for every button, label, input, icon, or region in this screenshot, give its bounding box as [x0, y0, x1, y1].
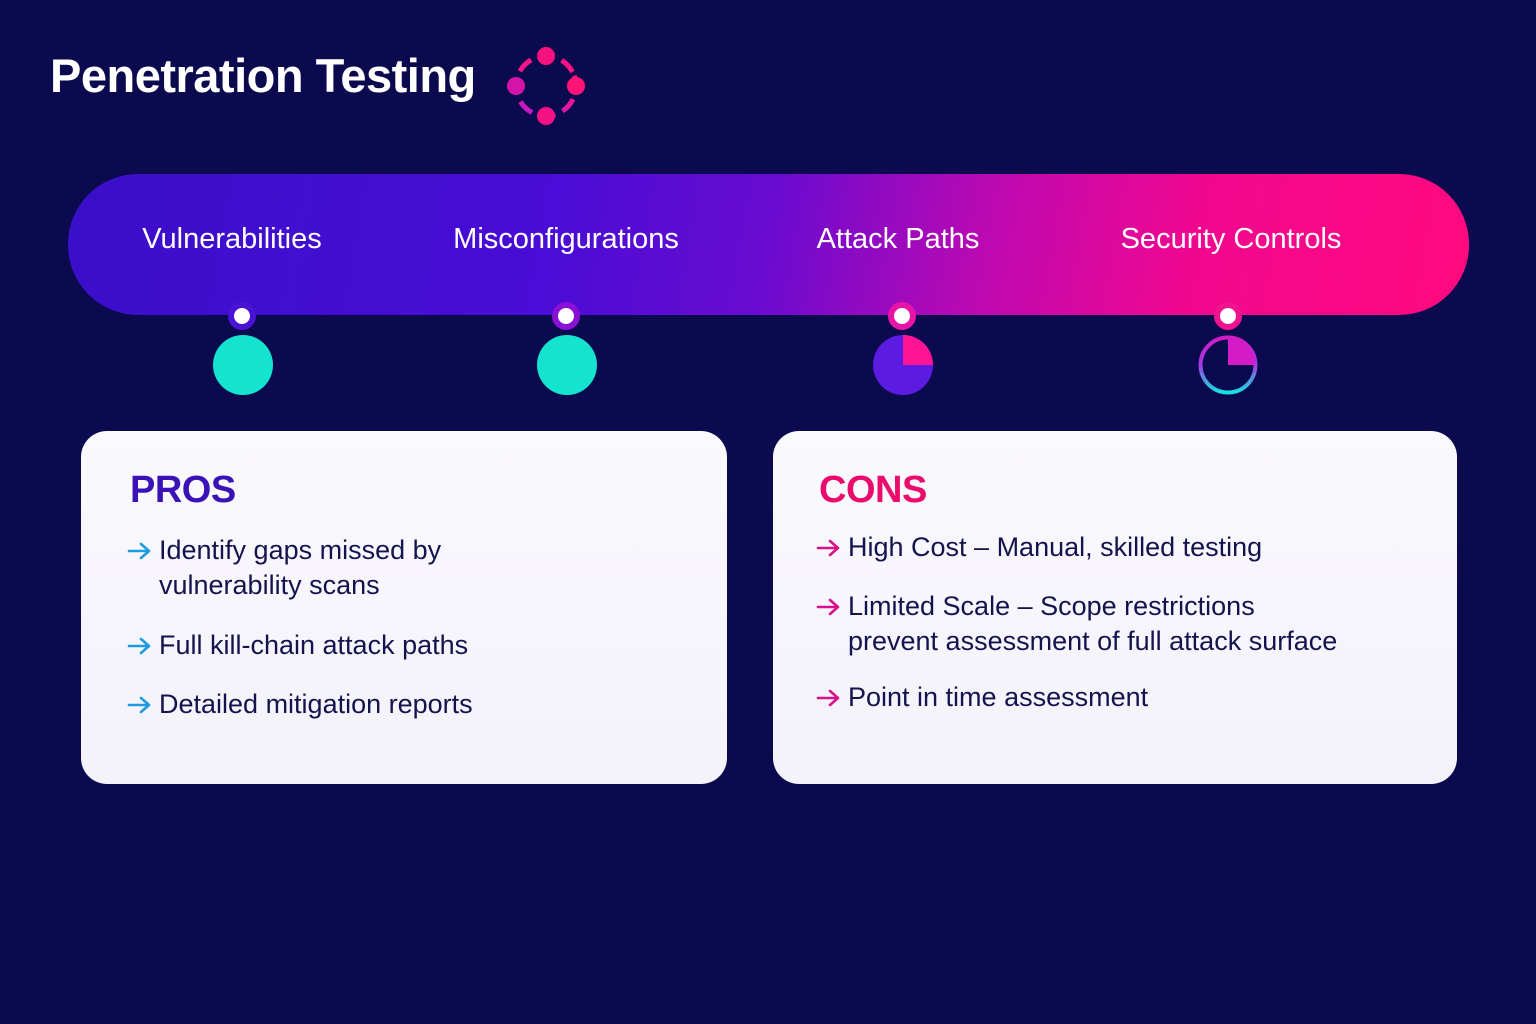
title-row: Penetration Testing: [50, 52, 476, 99]
cons-item-text: Limited Scale – Scope restrictions preve…: [848, 591, 1338, 656]
pros-item-text: Full kill-chain attack paths: [159, 630, 469, 660]
cons-item: Point in time assessment: [816, 680, 1148, 715]
banner-label-security-controls: Security Controls: [1120, 223, 1342, 255]
arrow-right-icon: [127, 637, 151, 655]
pros-heading: PROS: [130, 469, 236, 511]
pros-item: Identify gaps missed by vulnerability sc…: [127, 533, 441, 603]
pros-item: Full kill-chain attack paths: [127, 628, 468, 663]
page-title: Penetration Testing: [50, 49, 476, 102]
banner-label-vulnerabilities: Vulnerabilities: [142, 223, 322, 255]
arrow-right-icon: [127, 542, 151, 560]
network-ring-icon: [507, 47, 585, 125]
cons-item-text: Point in time assessment: [848, 682, 1149, 712]
cons-heading: CONS: [819, 469, 927, 511]
pros-item-text: Detailed mitigation reports: [159, 689, 473, 719]
connector-dot-vulnerabilities: [228, 302, 256, 330]
banner-label-misconfigurations: Misconfigurations: [453, 223, 679, 255]
pros-item-text: Identify gaps missed by vulnerability sc…: [159, 535, 442, 600]
connector-dot-misconfigurations: [552, 302, 580, 330]
connector-dot-security-controls: [1214, 302, 1242, 330]
arrow-right-icon: [816, 539, 840, 557]
banner-label-attack-paths: Attack Paths: [816, 223, 980, 255]
cons-item: Limited Scale – Scope restrictions preve…: [816, 589, 1337, 659]
ring-quarter-icon: [1198, 335, 1258, 395]
arrow-right-icon: [816, 598, 840, 616]
filled-circle-icon: [213, 335, 273, 395]
cons-item-text: High Cost – Manual, skilled testing: [848, 532, 1263, 562]
pros-card: PROS Identify gaps missed by vulnerabili…: [81, 431, 727, 784]
cons-card: CONS High Cost – Manual, skilled testing…: [773, 431, 1457, 784]
pros-item: Detailed mitigation reports: [127, 687, 473, 722]
arrow-right-icon: [816, 689, 840, 707]
connector-dot-attack-paths: [888, 302, 916, 330]
pie-quarter-icon: [873, 335, 933, 395]
categories-banner: [68, 174, 1469, 315]
arrow-right-icon: [127, 696, 151, 714]
filled-circle-icon: [537, 335, 597, 395]
cons-item: High Cost – Manual, skilled testing: [816, 530, 1262, 565]
